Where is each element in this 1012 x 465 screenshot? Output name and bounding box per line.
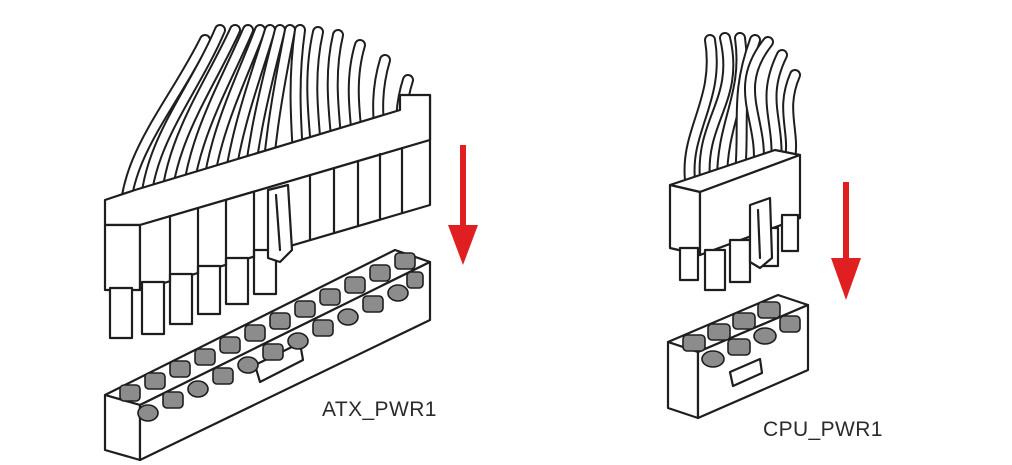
atx-socket	[103, 248, 432, 462]
atx-label: ATX_PWR1	[322, 398, 437, 421]
cpu-wires	[683, 32, 801, 186]
cpu-label: CPU_PWR1	[763, 418, 883, 441]
cpu-socket	[666, 293, 810, 420]
atx-socket-pins	[119, 252, 424, 422]
atx-cable-latch	[266, 183, 294, 264]
down-arrow-icon	[448, 145, 478, 265]
cpu-socket-pins	[682, 301, 801, 368]
cpu-cable	[668, 32, 802, 292]
atx-cable	[103, 24, 432, 340]
down-arrow-icon	[831, 182, 861, 300]
atx-cable-pin-skirts	[108, 248, 278, 340]
atx-cable-ribs	[168, 146, 404, 284]
